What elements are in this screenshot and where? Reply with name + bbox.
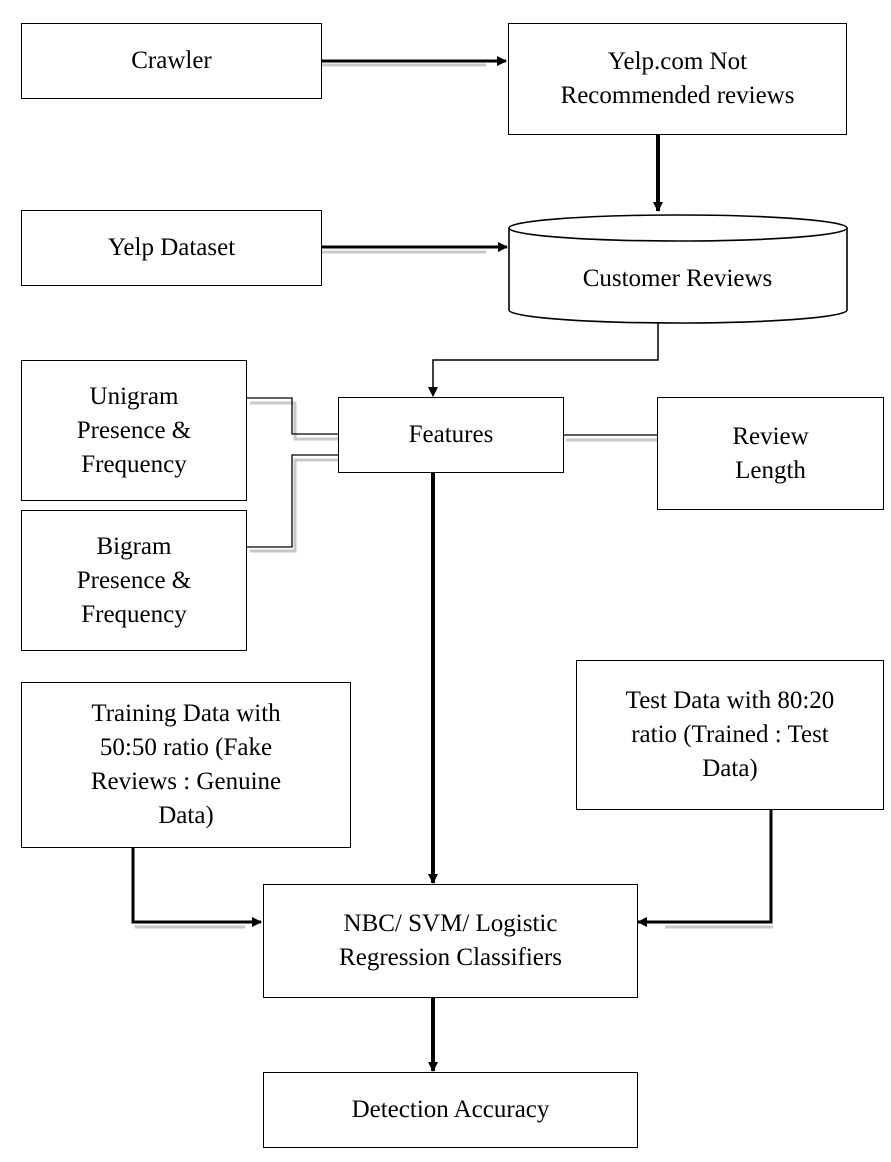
unigram-box: Unigram Presence & Frequency [21,360,247,501]
classifiers-box: NBC/ SVM/ Logistic Regression Classifier… [263,884,638,998]
customer-reviews-label: Customer Reviews [582,265,773,292]
review-length-box: Review Length [657,397,884,510]
arrow-test-to-classifiers [637,810,773,927]
training-data-box: Training Data with 50:50 ratio (Fake Rev… [21,682,351,848]
bigram-box: Bigram Presence & Frequency [21,510,247,651]
test-data-box: Test Data with 80:20 ratio (Trained : Te… [576,660,884,810]
arrow-training-to-classifiers [131,848,262,927]
features-box: Features [338,397,564,473]
connector-unigram-to-features [247,397,338,435]
connector-bigram-to-features [247,454,338,548]
customer-reviews-cylinder [508,214,848,324]
yelp-not-recommended-box: Yelp.com Not Recommended reviews [508,23,847,135]
arrow-shadows [134,63,773,929]
arrow-reviews-to-features [428,323,659,397]
yelp-dataset-box: Yelp Dataset [21,210,322,286]
crawler-box: Crawler [21,23,322,99]
detection-accuracy-box: Detection Accuracy [263,1072,638,1148]
